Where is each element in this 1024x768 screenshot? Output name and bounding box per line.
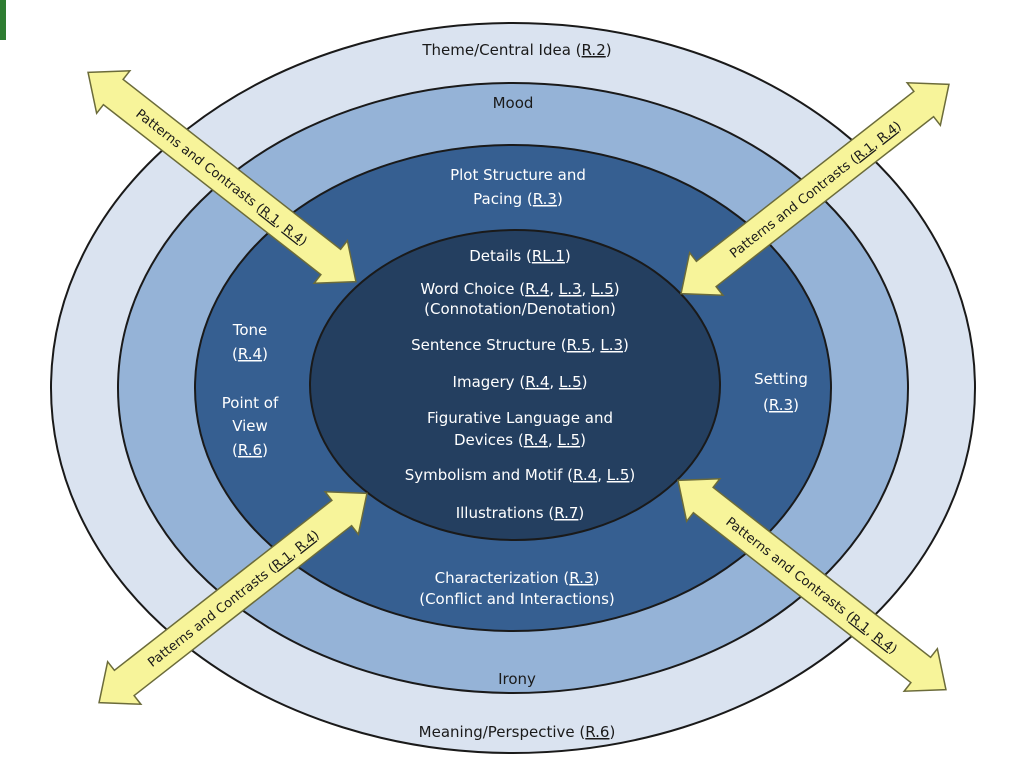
- characterization-subtitle: (Conflict and Interactions): [419, 590, 615, 608]
- double-arrow-shape: [87, 69, 357, 285]
- illustrations-label: Illustrations (R.7): [456, 504, 585, 522]
- corner-mark: [0, 0, 6, 40]
- setting-label: Setting: [754, 370, 808, 388]
- mood-label: Mood: [493, 94, 534, 112]
- pov-ref: (R.6): [232, 441, 268, 459]
- double-arrow-shape: [680, 81, 950, 297]
- tone-ref: (R.4): [232, 345, 268, 363]
- setting-ref: (R.3): [763, 396, 799, 414]
- details-label: Details (RL.1): [469, 247, 571, 265]
- characterization-label: Characterization (R.3): [435, 569, 600, 587]
- figurative-language-line2: Devices (R.4, L.5): [454, 431, 586, 449]
- plot-label-line2: Pacing (R.3): [473, 190, 563, 208]
- irony-label: Irony: [498, 670, 536, 688]
- plot-label-line1: Plot Structure and: [450, 166, 586, 184]
- sentence-structure-label: Sentence Structure (R.5, L.3): [411, 336, 629, 354]
- ring3-labels: Plot Structure and Pacing (R.3) Tone (R.…: [222, 166, 808, 608]
- double-arrow-shape: [677, 477, 947, 693]
- word-choice-subtitle: (Connotation/Denotation): [424, 300, 616, 318]
- double-arrow-shape: [98, 490, 368, 706]
- tone-label: Tone: [232, 321, 268, 339]
- symbolism-label: Symbolism and Motif (R.4, L.5): [405, 466, 636, 484]
- figurative-language-line1: Figurative Language and: [427, 409, 613, 427]
- pov-label-line1: Point of: [222, 394, 279, 412]
- core-circle: [309, 229, 721, 541]
- meaning-label: Meaning/Perspective (R.6): [419, 723, 616, 741]
- core-labels: Details (RL.1) Word Choice (R.4, L.3, L.…: [405, 247, 636, 522]
- theme-label: Theme/Central Idea (R.2): [421, 41, 611, 59]
- word-choice-label: Word Choice (R.4, L.3, L.5): [420, 280, 619, 298]
- imagery-label: Imagery (R.4, L.5): [453, 373, 588, 391]
- pov-label-line2: View: [232, 417, 268, 435]
